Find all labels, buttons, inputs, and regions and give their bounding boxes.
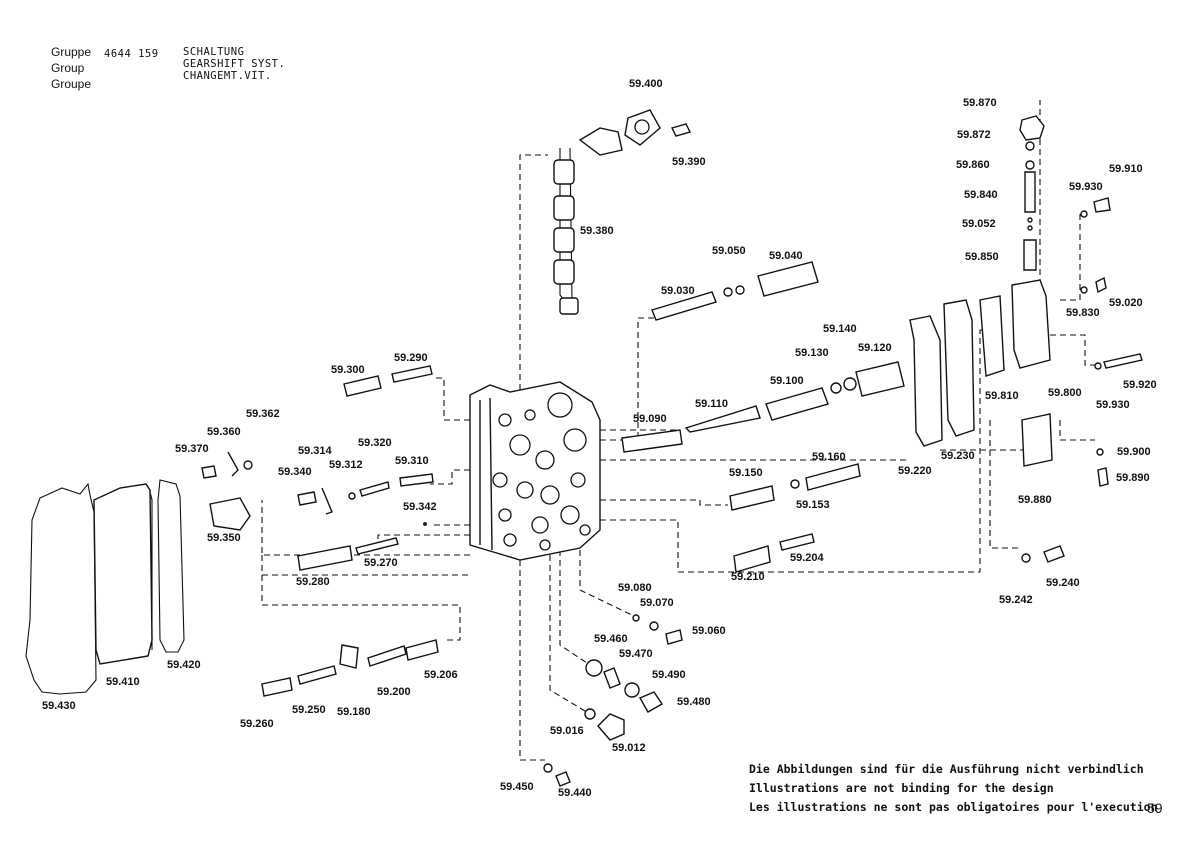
callout-59-342: 59.342 xyxy=(403,501,437,513)
callout-59-020: 59.020 xyxy=(1109,297,1143,309)
callout-59-120: 59.120 xyxy=(858,342,892,354)
callout-59-900: 59.900 xyxy=(1117,446,1151,458)
callout-59-872: 59.872 xyxy=(957,129,991,141)
group-number: 4644 159 xyxy=(104,48,159,60)
callout-59-220: 59.220 xyxy=(898,465,932,477)
cover-and-gaskets xyxy=(25,479,185,695)
callout-59-810: 59.810 xyxy=(985,390,1019,402)
callout-59-930-top: 59.930 xyxy=(1069,181,1103,193)
group-title-de: SCHALTUNG xyxy=(183,46,245,58)
callout-59-200: 59.200 xyxy=(377,686,411,698)
upper-spool-stack xyxy=(621,261,905,453)
lower-left-spool-group xyxy=(261,639,439,697)
callout-59-860: 59.860 xyxy=(956,159,990,171)
callout-59-050: 59.050 xyxy=(712,245,746,257)
callout-59-030: 59.030 xyxy=(661,285,695,297)
callout-59-052: 59.052 xyxy=(962,218,996,230)
callout-59-290: 59.290 xyxy=(394,352,428,364)
disclaimer-en: Illustrations are not binding for the de… xyxy=(749,781,1054,795)
callout-59-204: 59.204 xyxy=(790,552,824,564)
callout-59-160: 59.160 xyxy=(812,451,846,463)
callout-59-420: 59.420 xyxy=(167,659,201,671)
callout-59-100: 59.100 xyxy=(770,375,804,387)
callout-59-390: 59.390 xyxy=(672,156,706,168)
callout-59-400: 59.400 xyxy=(629,78,663,90)
group-title-block: SCHALTUNG GEARSHIFT SYST. CHANGEMT.VIT. xyxy=(183,46,285,82)
callout-59-930-bottom: 59.930 xyxy=(1096,399,1130,411)
callout-59-012: 59.012 xyxy=(612,742,646,754)
callout-59-370: 59.370 xyxy=(175,443,209,455)
callout-59-440: 59.440 xyxy=(558,787,592,799)
callout-59-800: 59.800 xyxy=(1048,387,1082,399)
callout-59-060: 59.060 xyxy=(692,625,726,637)
callout-59-490: 59.490 xyxy=(652,669,686,681)
callout-59-920: 59.920 xyxy=(1123,379,1157,391)
callout-59-230: 59.230 xyxy=(941,450,975,462)
callout-59-270: 59.270 xyxy=(364,557,398,569)
group-title-en: GEARSHIFT SYST. xyxy=(183,58,286,70)
assembly-lines xyxy=(261,100,1095,761)
callout-59-080: 59.080 xyxy=(618,582,652,594)
callout-59-130: 59.130 xyxy=(795,347,829,359)
callout-59-410: 59.410 xyxy=(106,676,140,688)
callout-59-110: 59.110 xyxy=(695,398,729,410)
callout-59-830: 59.830 xyxy=(1066,307,1100,319)
callout-59-890: 59.890 xyxy=(1116,472,1150,484)
group-label-de: Gruppe xyxy=(51,45,92,59)
callout-59-840: 59.840 xyxy=(964,189,998,201)
callout-59-380: 59.380 xyxy=(580,225,614,237)
disclaimer-fr: Les illustrations ne sont pas obligatoir… xyxy=(749,800,1158,814)
callout-59-090: 59.090 xyxy=(633,413,667,425)
callout-59-260: 59.260 xyxy=(240,718,274,730)
callout-59-312: 59.312 xyxy=(329,459,363,471)
callout-59-040: 59.040 xyxy=(769,250,803,262)
middle-right-parts xyxy=(729,463,861,573)
callout-59-240: 59.240 xyxy=(1046,577,1080,589)
callout-59-870: 59.870 xyxy=(963,97,997,109)
callout-59-430: 59.430 xyxy=(42,700,76,712)
callout-59-280: 59.280 xyxy=(296,576,330,588)
callout-59-150: 59.150 xyxy=(729,467,763,479)
callout-59-250: 59.250 xyxy=(292,704,326,716)
callout-59-340: 59.340 xyxy=(278,466,312,478)
page-number: 59 xyxy=(1147,800,1163,816)
group-label-block: Gruppe Group Groupe xyxy=(51,44,91,92)
solenoid-harness xyxy=(553,109,692,315)
callout-59-206: 59.206 xyxy=(424,669,458,681)
callout-59-153: 59.153 xyxy=(796,499,830,511)
callout-59-350: 59.350 xyxy=(207,532,241,544)
callout-59-450: 59.450 xyxy=(500,781,534,793)
callout-59-140: 59.140 xyxy=(823,323,857,335)
callout-59-210: 59.210 xyxy=(731,571,765,583)
callout-59-310: 59.310 xyxy=(395,455,429,467)
callout-59-850: 59.850 xyxy=(965,251,999,263)
callout-59-300: 59.300 xyxy=(331,364,365,376)
callout-59-360: 59.360 xyxy=(207,426,241,438)
callout-59-016: 59.016 xyxy=(550,725,584,737)
callout-59-910: 59.910 xyxy=(1109,163,1143,175)
lower-middle-parts xyxy=(543,614,683,787)
callout-59-180: 59.180 xyxy=(337,706,371,718)
callout-59-470: 59.470 xyxy=(619,648,653,660)
right-hand-assembly xyxy=(1011,115,1143,563)
callout-59-880: 59.880 xyxy=(1018,494,1052,506)
callout-59-362: 59.362 xyxy=(246,408,280,420)
callout-59-070: 59.070 xyxy=(640,597,674,609)
group-label-fr: Groupe xyxy=(51,77,92,91)
callout-59-242: 59.242 xyxy=(999,594,1033,606)
callout-59-320: 59.320 xyxy=(358,437,392,449)
group-label-en: Group xyxy=(51,61,85,75)
callout-59-480: 59.480 xyxy=(677,696,711,708)
valve-body xyxy=(469,381,601,561)
left-spool-group xyxy=(201,365,434,571)
group-title-fr: CHANGEMT.VIT. xyxy=(183,70,272,82)
callout-59-314: 59.314 xyxy=(298,445,332,457)
callout-59-460: 59.460 xyxy=(594,633,628,645)
separator-plates xyxy=(909,295,1005,447)
disclaimer-de: Die Abbildungen sind für die Ausführung … xyxy=(749,762,1144,776)
